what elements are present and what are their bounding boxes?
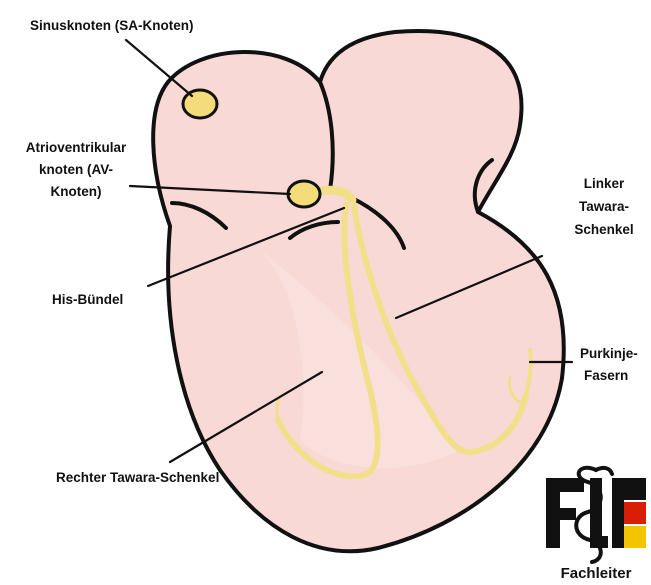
label-purkinje-line1: Purkinje- <box>580 346 638 361</box>
label-right-bundle: Rechter Tawara-Schenkel <box>56 470 219 485</box>
label-left-bundle-line3: Schenkel <box>574 222 633 237</box>
label-left-bundle-line1: Linker <box>584 176 625 191</box>
label-left-bundle-line2: Tawara- <box>579 199 629 214</box>
label-av-node-line2: knoten (AV- <box>39 162 113 177</box>
av-node <box>288 181 320 207</box>
fle-logo: Fachleiter <box>546 468 646 582</box>
label-av-node-line1: Atrioventrikular <box>26 140 127 155</box>
label-purkinje-line2: Fasern <box>584 368 628 383</box>
label-sa-node: Sinusknoten (SA-Knoten) <box>30 18 194 33</box>
label-his-bundle: His-Bündel <box>52 292 123 307</box>
sa-node <box>183 90 217 118</box>
logo-caption: Fachleiter <box>561 565 632 582</box>
label-av-node-line3: Knoten) <box>51 184 102 199</box>
